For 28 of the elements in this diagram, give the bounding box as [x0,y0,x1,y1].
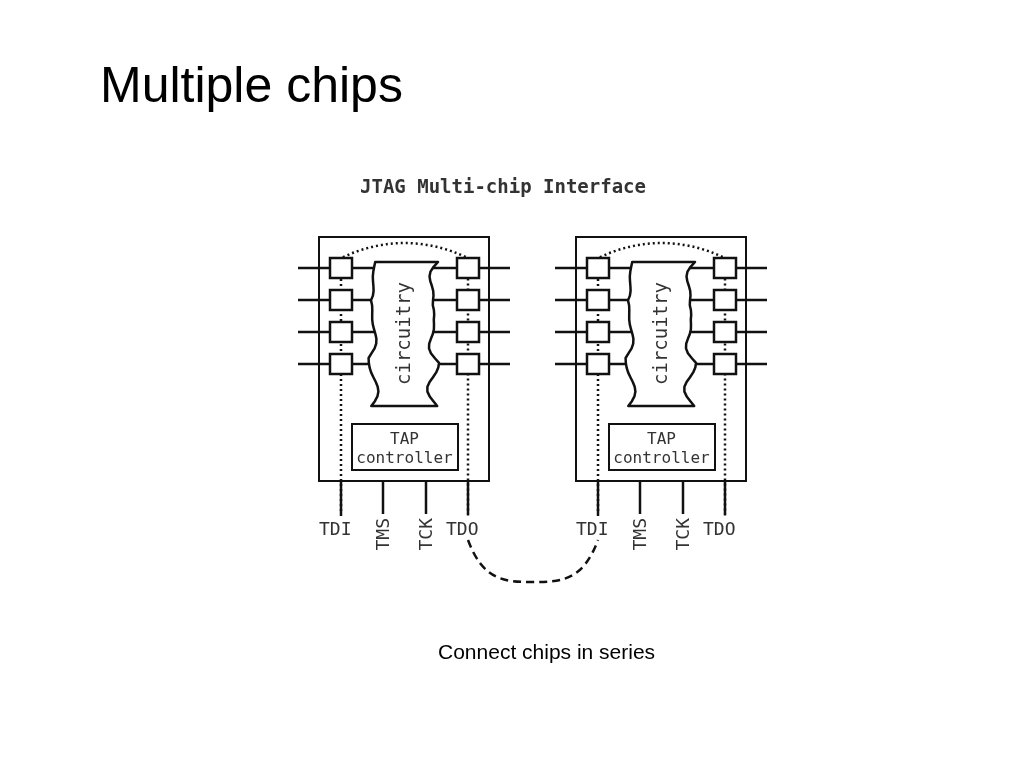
pin-label: TDO [446,518,479,540]
diagram-heading: JTAG Multi-chip Interface [360,175,646,197]
scan-chain-line [339,241,470,516]
scan-chain-line [596,241,727,516]
chip-box [575,236,747,482]
caption: Connect chips in series [438,640,656,664]
tap-controller-box: TAP controller [607,422,716,471]
chip-box [318,236,490,482]
pin-label: TDO [703,518,736,540]
pin-line [466,482,470,514]
pin-label: TDI [576,518,609,540]
pin-label: TCK [415,518,437,551]
pin-line [723,482,727,514]
slide-title: Multiple chips [100,56,403,114]
pin-line [681,482,685,514]
pin-label: TMS [629,518,651,551]
tap-controller-box: TAP controller [350,422,459,471]
pin-line [339,482,343,514]
circuitry-label: circuitry [648,282,671,385]
circuitry-label: circuitry [391,282,414,385]
connector-line [466,539,600,584]
pin-line [638,482,642,514]
pin-line [596,482,600,514]
pin-line [424,482,428,514]
pin-label: TDI [319,518,352,540]
pin-line [381,482,385,514]
pin-label: TMS [372,518,394,551]
pin-label: TCK [672,518,694,551]
